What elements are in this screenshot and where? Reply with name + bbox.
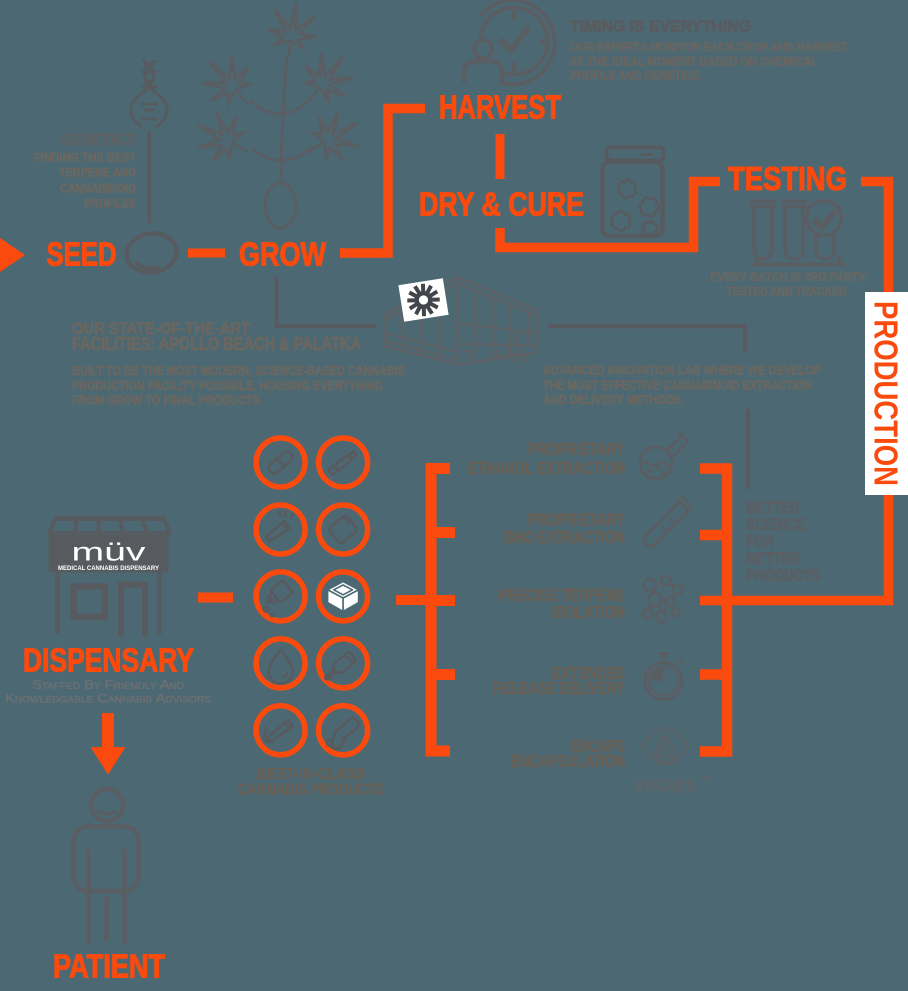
svg-text:THE MOST EFFECTIVE CANNABINOID: THE MOST EFFECTIVE CANNABINOID EXTRACTIO… [543, 379, 812, 393]
svg-text:AND DELIVERY METHODS.: AND DELIVERY METHODS. [543, 393, 684, 407]
svg-text:ENCAPSULATION: ENCAPSULATION [511, 751, 625, 771]
svg-text:TIMING IS EVERYTHING: TIMING IS EVERYTHING [570, 19, 751, 36]
svg-text:BUILT TO BE THE MOST MODERN, S: BUILT TO BE THE MOST MODERN, SCIENCE-BAS… [72, 364, 405, 378]
svg-text:BETTER: BETTER [746, 498, 800, 517]
svg-text:DISPENSARY: DISPENSARY [23, 643, 194, 680]
svg-text:Knowledgable Cannabis Advisors: Knowledgable Cannabis Advisors [5, 691, 211, 706]
svg-text:PRODUCTION FACILITY POSSIBLE,: PRODUCTION FACILITY POSSIBLE, HOUSING EV… [72, 379, 383, 393]
svg-text:BETTER: BETTER [746, 549, 800, 568]
svg-text:SEED: SEED [47, 237, 117, 274]
svg-text:ISOLATION: ISOLATION [552, 602, 625, 622]
svg-text:PROFILE AND GENETICS.: PROFILE AND GENETICS. [570, 69, 702, 83]
svg-text:BHO EXTRACTION: BHO EXTRACTION [504, 527, 625, 547]
svg-text:CANNABINOID: CANNABINOID [60, 182, 136, 196]
svg-text:PATIENT: PATIENT [53, 949, 165, 986]
svg-text:PRECISE TERPENE: PRECISE TERPENE [498, 585, 625, 605]
svg-text:FROM GROW TO FINAL PRODUCTS.: FROM GROW TO FINAL PRODUCTS. [72, 394, 263, 408]
svg-text:HARVEST: HARVEST [439, 90, 561, 127]
svg-text:ETHANOL EXTRACTION: ETHANOL EXTRACTION [468, 458, 625, 478]
svg-text:PROFILES: PROFILES [84, 197, 136, 211]
svg-text:ENCAPS: ENCAPS [571, 736, 625, 756]
svg-text:FACILITIES: APOLLO BEACH & PAL: FACILITIES: APOLLO BEACH & PALATKA [72, 334, 361, 354]
svg-text:SCIENCE: SCIENCE [746, 515, 806, 534]
svg-text:BEST-IN-CLASS: BEST-IN-CLASS [257, 766, 365, 783]
svg-text:AT THE IDEAL MOMENT BASED ON C: AT THE IDEAL MOMENT BASED ON CHEMICAL [570, 55, 818, 69]
svg-text:Staffed By Friendly And: Staffed By Friendly And [32, 677, 185, 692]
svg-text:EXTENDED: EXTENDED [552, 663, 625, 683]
svg-text:GROW: GROW [239, 237, 326, 274]
svg-text:PRODUCTS: PRODUCTS [746, 566, 820, 585]
svg-text:RELEASE DELIVERY: RELEASE DELIVERY [493, 678, 625, 698]
svg-text:PRODUCTION: PRODUCTION [868, 301, 905, 486]
svg-text:TESTING: TESTING [728, 161, 847, 198]
svg-text:PROPRIETARY: PROPRIETARY [528, 510, 625, 530]
svg-text:GENETICS: GENETICS [62, 131, 137, 149]
svg-text:müv: müv [72, 537, 146, 567]
svg-text:PROPRIETARY: PROPRIETARY [528, 439, 625, 459]
svg-text:encaps: encaps [635, 772, 696, 796]
svg-text:FOR: FOR [746, 532, 774, 551]
svg-text:TESTED AND TRACKED.: TESTED AND TRACKED. [727, 285, 850, 299]
svg-text:DRY & CURE: DRY & CURE [419, 187, 584, 224]
svg-text:MEDICAL CANNABIS DISPENSARY: MEDICAL CANNABIS DISPENSARY [58, 566, 159, 572]
svg-text:ADVANCED INNOVATION LAB WHERE: ADVANCED INNOVATION LAB WHERE WE DEVELOP [543, 364, 821, 378]
svg-text:OUR STATE-OF-THE-ART: OUR STATE-OF-THE-ART [72, 319, 251, 338]
svg-text:OUR EXPERTS MONITOR EACH CROP: OUR EXPERTS MONITOR EACH CROP AND HARVES… [570, 40, 849, 54]
svg-text:TM: TM [700, 776, 709, 782]
svg-text:CANNABIS PRODUCTS: CANNABIS PRODUCTS [238, 782, 384, 799]
svg-text:FINDING THE BEST: FINDING THE BEST [34, 151, 137, 165]
svg-text:EVERY BATCH IS 3RD PARTY: EVERY BATCH IS 3RD PARTY [710, 270, 866, 284]
svg-text:TERPENE AND: TERPENE AND [59, 166, 136, 180]
